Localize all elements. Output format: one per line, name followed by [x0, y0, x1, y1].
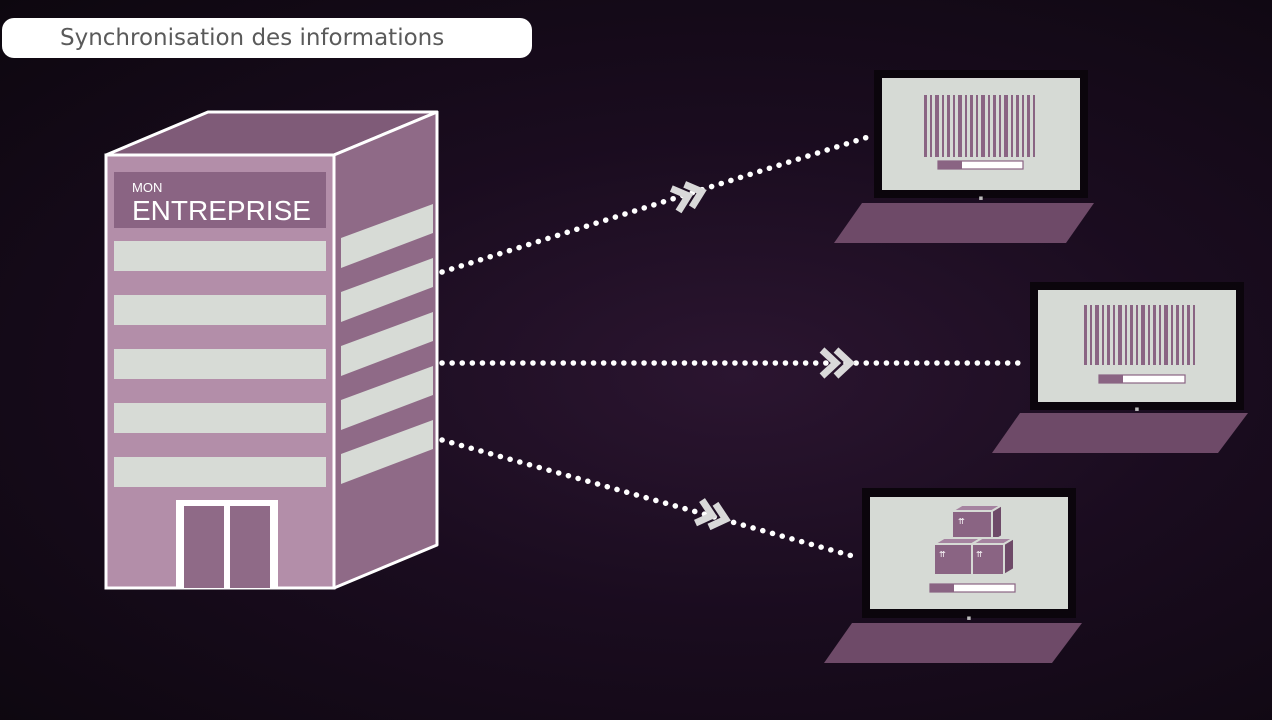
side-window: [341, 258, 433, 322]
connection-line-3: [439, 437, 859, 560]
webcam-dot: ▪: [979, 194, 984, 202]
company-sign: [114, 172, 326, 228]
diagram-title: Synchronisation des informations: [60, 25, 445, 51]
connections: [439, 134, 1027, 560]
laptop-3: ⇈ ⇈ ⇈ ▪: [824, 488, 1082, 663]
side-windows: [341, 204, 433, 484]
laptop-2: ▪: [992, 282, 1248, 453]
sync-arrow-3: [694, 498, 731, 531]
laptop-keyboard-base: [992, 413, 1248, 453]
side-window: [341, 312, 433, 376]
building: MON ENTREPRISE: [104, 110, 439, 590]
progress-bar: [937, 160, 1024, 170]
front-window: [114, 457, 326, 487]
side-window: [341, 204, 433, 268]
front-window: [114, 241, 326, 271]
laptop-keyboard-base: [834, 203, 1094, 243]
front-windows: [114, 241, 326, 487]
sign-line-1: MON: [132, 180, 162, 195]
barcode-icon: [924, 95, 1035, 157]
sync-arrow-2: [819, 347, 856, 379]
laptop-keyboard-base: [824, 623, 1082, 663]
connection-line-1: [439, 134, 871, 275]
sync-arrow-1: [669, 181, 707, 214]
title-pill: Synchronisation des informations: [2, 18, 532, 58]
laptop-1: ▪: [834, 70, 1094, 243]
front-window: [114, 403, 326, 433]
side-window: [341, 366, 433, 430]
entrance-door: [176, 500, 278, 588]
side-window: [341, 420, 433, 484]
progress-bar: [1098, 374, 1186, 384]
svg-text:⇈: ⇈: [939, 550, 946, 559]
boxes-icon: ⇈ ⇈ ⇈: [930, 503, 1018, 577]
barcode-icon: [1084, 305, 1195, 365]
sign-line-2: ENTREPRISE: [132, 195, 311, 226]
svg-text:⇈: ⇈: [976, 550, 983, 559]
progress-bar: [929, 583, 1016, 593]
webcam-dot: ▪: [1135, 405, 1140, 413]
front-window: [114, 295, 326, 325]
svg-text:⇈: ⇈: [958, 517, 965, 526]
front-window: [114, 349, 326, 379]
webcam-dot: ▪: [967, 614, 972, 622]
